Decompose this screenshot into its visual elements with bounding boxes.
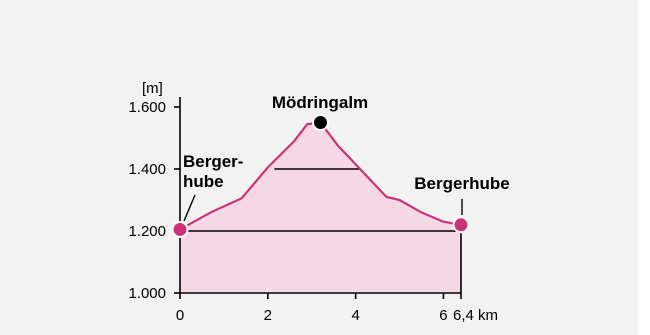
y-axis-ticks: 1.000 1.200 1.400 1.600 xyxy=(128,99,180,302)
right-edge-strip xyxy=(638,0,650,335)
elevation-area-fill xyxy=(180,122,461,293)
location-marker-2 xyxy=(452,216,470,234)
y-tick-label-1000: 1.000 xyxy=(128,285,166,302)
x-tick-label-0: 0 xyxy=(176,307,184,324)
x-axis-ticks: 0 2 4 6 xyxy=(176,293,462,324)
x-tick-label-6: 6 xyxy=(439,307,447,324)
reference-lines xyxy=(180,168,461,232)
location-marker-1 xyxy=(312,114,329,131)
x-tick-label-2: 2 xyxy=(264,307,272,324)
location-marker-0 xyxy=(171,220,189,238)
y-tick-label-1600: 1.600 xyxy=(128,99,166,116)
y-axis-unit-label: [m] xyxy=(142,80,163,97)
y-tick-label-1200: 1.200 xyxy=(128,223,166,240)
leader-line-0 xyxy=(183,194,196,222)
y-tick-label-1400: 1.400 xyxy=(128,161,166,178)
location-label-2: Bergerhube xyxy=(414,174,509,193)
location-label-1: Mödringalm xyxy=(272,93,368,112)
x-axis-unit-label: 6,4 km xyxy=(453,307,498,324)
elevation-profile-line xyxy=(179,121,462,231)
x-tick-label-4: 4 xyxy=(351,307,359,324)
location-label-0: Berger-hube xyxy=(183,152,243,191)
